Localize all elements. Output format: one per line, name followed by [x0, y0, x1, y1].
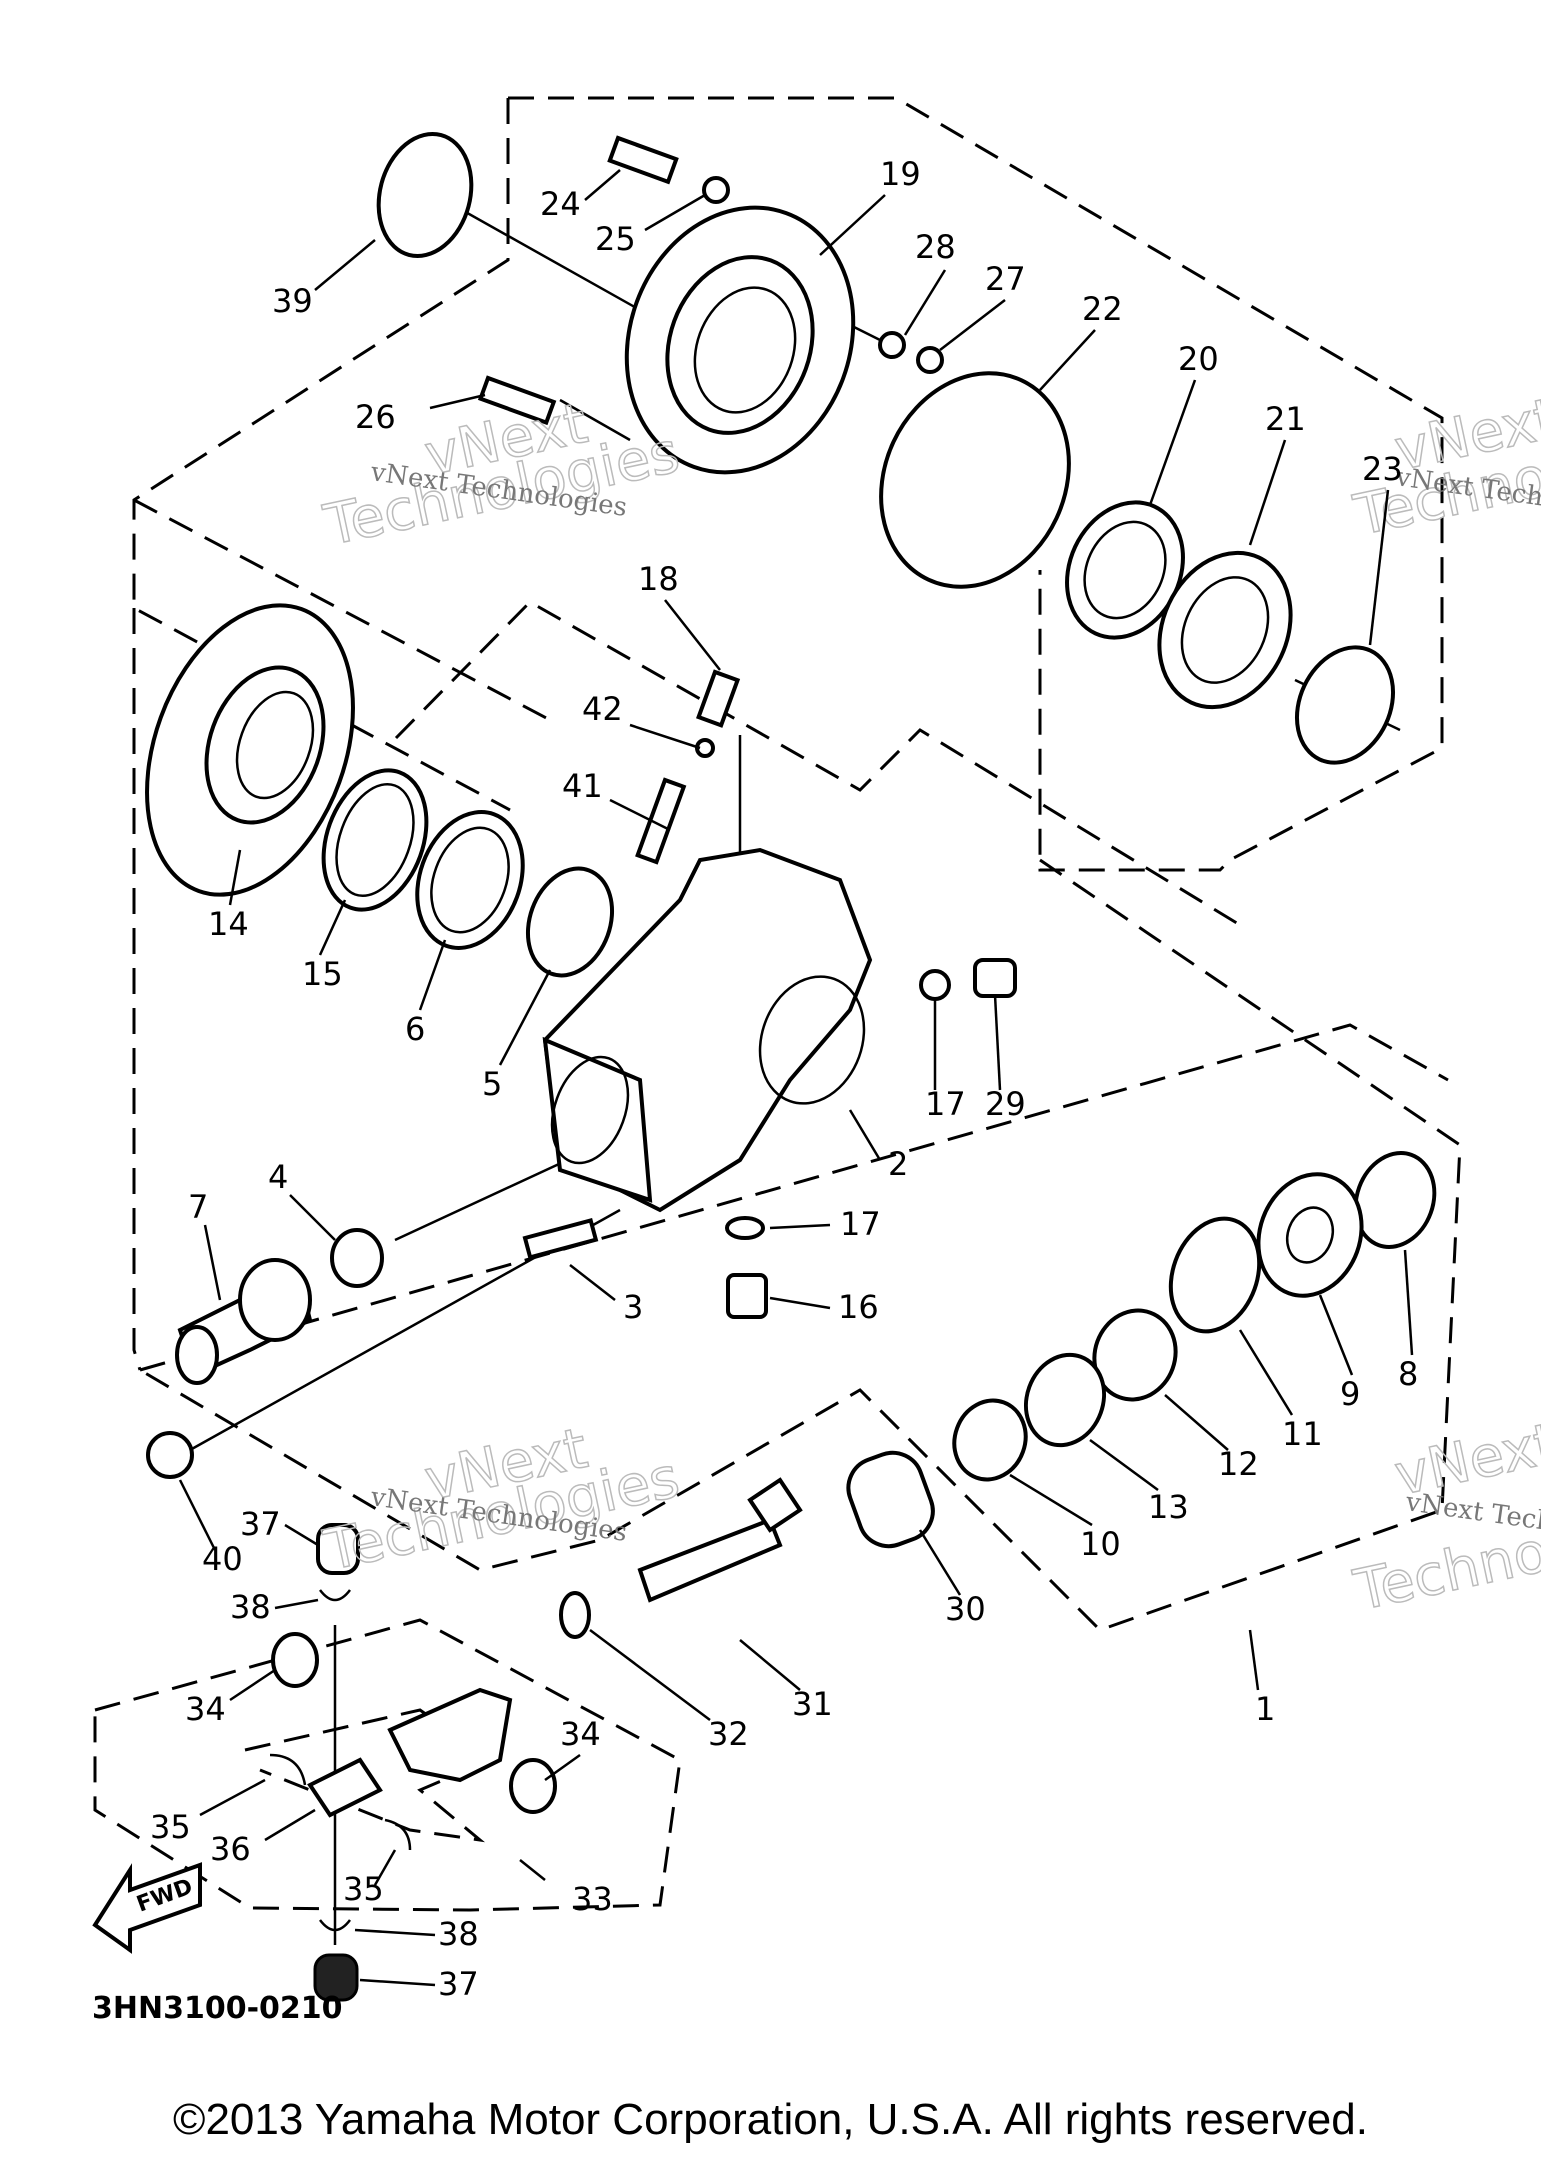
clip-35-right [384, 1818, 412, 1851]
bolt-26 [477, 375, 557, 426]
callout-13: 13 [1148, 1488, 1189, 1526]
clip-38-bottom [319, 1919, 351, 1932]
callout-10: 10 [1080, 1525, 1121, 1563]
diagram-code: 3HN3100-0210 [92, 1991, 343, 2026]
washer-17-lower [725, 1216, 765, 1240]
collar-10 [952, 1398, 1028, 1482]
callout-4: 4 [268, 1158, 288, 1196]
shim-8 [1353, 1151, 1437, 1249]
o-ring-22 [879, 371, 1071, 589]
callout-39: 39 [272, 282, 313, 320]
callout-7: 7 [188, 1188, 208, 1226]
parts [145, 131, 1437, 2002]
bearing-15 [321, 768, 429, 912]
callout-20: 20 [1178, 340, 1219, 378]
exploded-parts-diagram: FWD vNext Technologies vNext Technologie… [92, 96, 1541, 2026]
yoke-33 [387, 1687, 513, 1783]
callout-37-bottom: 37 [438, 1965, 479, 2003]
bearing-30 [846, 1450, 935, 1549]
clip-38-top [319, 1589, 351, 1602]
callout-35-left: 35 [150, 1808, 191, 1846]
callout-26: 26 [355, 398, 396, 436]
callout-29: 29 [985, 1085, 1026, 1123]
bearing-34-left [271, 1632, 319, 1688]
cap-37-top [316, 1523, 360, 1575]
bearing-9 [1256, 1172, 1364, 1298]
callout-18: 18 [638, 560, 679, 598]
callout-33: 33 [572, 1880, 613, 1918]
seal-13 [1023, 1352, 1107, 1448]
callout-3: 3 [623, 1288, 643, 1326]
callout-14: 14 [208, 905, 249, 943]
washer-17-upper [919, 969, 951, 1001]
callout-34-left: 34 [185, 1690, 226, 1728]
fwd-arrow: FWD [92, 1862, 202, 1954]
callout-17-upper: 17 [925, 1085, 966, 1123]
callout-leaders [178, 169, 1414, 1987]
callout-15: 15 [302, 955, 343, 993]
pin-41 [635, 777, 687, 865]
washer-25 [702, 176, 730, 204]
screw-27 [916, 346, 944, 374]
bearing-34-right [509, 1758, 557, 1814]
o-ring-39 [376, 131, 474, 259]
callout-27: 27 [985, 260, 1026, 298]
callout-5: 5 [482, 1065, 502, 1103]
plug-16 [726, 1273, 768, 1319]
callout-24: 24 [540, 185, 581, 223]
callout-38-top: 38 [230, 1588, 271, 1626]
callout-37-top: 37 [240, 1505, 281, 1543]
callout-35-right: 35 [343, 1870, 384, 1908]
callout-41: 41 [562, 767, 603, 805]
circlip-32 [559, 1591, 591, 1639]
cap-37-bottom [313, 1953, 359, 2002]
shim-23 [1294, 645, 1396, 765]
spider-36 [307, 1757, 383, 1818]
callout-28: 28 [915, 228, 956, 266]
callout-8: 8 [1398, 1355, 1418, 1393]
callout-2: 2 [888, 1145, 908, 1183]
shaft-31 [637, 1517, 783, 1603]
callout-40: 40 [202, 1540, 243, 1578]
nut-40 [146, 1431, 194, 1479]
callout-25: 25 [595, 220, 636, 258]
callout-42: 42 [582, 690, 623, 728]
clip-35-left [269, 1753, 307, 1786]
callout-22: 22 [1082, 290, 1123, 328]
shim-5 [525, 866, 615, 978]
callout-23: 23 [1362, 450, 1403, 488]
washer-28 [878, 331, 906, 359]
o-ring-12 [1092, 1308, 1178, 1402]
callout-31: 31 [792, 1685, 833, 1723]
nut-11 [1168, 1216, 1262, 1334]
copyright-notice: ©2013 Yamaha Motor Corporation, U.S.A. A… [173, 2095, 1368, 2144]
callout-6: 6 [405, 1010, 425, 1048]
breather-18 [696, 669, 741, 728]
callout-12: 12 [1218, 1445, 1259, 1483]
bearing-6 [415, 810, 525, 950]
callout-17-lower: 17 [840, 1205, 881, 1243]
callout-1: 1 [1255, 1690, 1275, 1728]
bolt-24 [607, 135, 679, 185]
callout-19: 19 [880, 155, 921, 193]
callout-21: 21 [1265, 400, 1306, 438]
callout-34-right: 34 [560, 1715, 601, 1753]
callout-36: 36 [210, 1830, 251, 1868]
callouts: 1 2 3 4 5 6 7 8 9 10 11 12 13 14 15 16 1… [150, 155, 1418, 2003]
callout-38-bottom: 38 [438, 1915, 479, 1953]
bearing-21 [1157, 550, 1293, 710]
callout-11: 11 [1282, 1415, 1323, 1453]
callout-30: 30 [945, 1590, 986, 1628]
bearing-4 [330, 1228, 384, 1288]
callout-9: 9 [1340, 1375, 1360, 1413]
stud-3 [522, 1217, 599, 1260]
callout-32: 32 [708, 1715, 749, 1753]
plug-29 [973, 958, 1017, 998]
callout-16: 16 [838, 1288, 879, 1326]
